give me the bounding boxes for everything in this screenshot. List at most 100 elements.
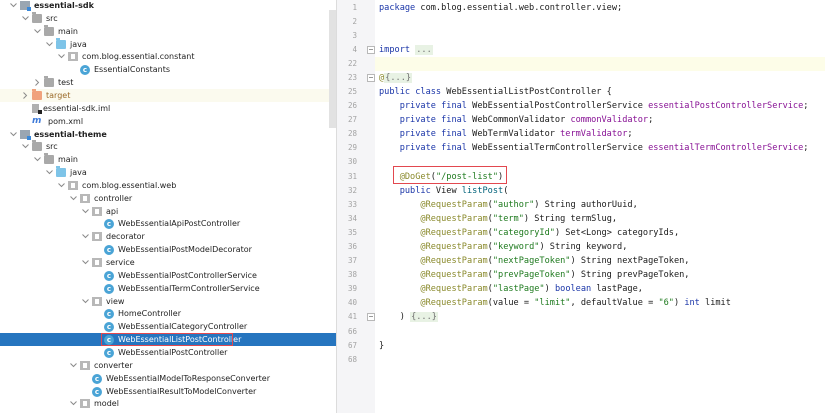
folded-annotations[interactable]: {...} [384,73,413,83]
tree-item[interactable]: main [0,153,336,166]
class-icon: c [104,218,114,229]
code-line-23[interactable]: @{...} [379,73,413,83]
tree-item[interactable]: controller [0,192,336,205]
chevron-down-icon[interactable] [32,153,42,166]
tree-item[interactable]: src [0,140,336,153]
code-line-33[interactable]: @RequestParam("author") String authorUui… [420,200,638,210]
code-line-36[interactable]: @RequestParam("keyword") String keyword, [420,242,628,252]
code-line-41[interactable]: ) {...} [399,312,438,322]
tree-item[interactable]: model [0,397,336,410]
selection-highlight-box [101,333,233,346]
code-line-29[interactable]: private final WebEssentialTermController… [399,143,809,153]
code-line-38[interactable]: @RequestParam("prevPageToken") String pr… [420,270,690,280]
chevron-down-icon[interactable] [56,179,66,192]
line-number: 68 [347,355,357,364]
code-line-35[interactable]: @RequestParam("categoryId") Set<Long> ca… [420,228,680,238]
fold-toggle-icon[interactable] [367,46,375,54]
chevron-down-icon[interactable] [80,230,90,243]
code-line-32[interactable]: public View listPost( [399,186,509,196]
tree-item[interactable]: java [0,38,336,51]
package-icon [92,258,102,267]
tree-item[interactable]: test [0,76,336,89]
code-line-26[interactable]: private final WebEssentialPostController… [399,101,809,111]
tree-item-label: src [46,14,58,23]
code-line-27[interactable]: private final WebCommonValidator commonV… [399,115,654,125]
tree-item[interactable]: java [0,166,336,179]
package-icon [92,207,102,216]
package-icon [68,181,78,190]
fold-toggle-icon[interactable] [367,313,375,321]
maven-icon: m [32,116,42,126]
chevron-down-icon[interactable] [44,38,54,51]
chevron-down-icon[interactable] [44,166,54,179]
chevron-down-icon[interactable] [8,0,18,12]
code-line-39[interactable]: @RequestParam("lastPage") boolean lastPa… [420,284,643,294]
tree-item-label: WebEssentialPostControllerService [118,271,257,280]
chevron-down-icon[interactable] [80,295,90,308]
tree-item[interactable]: essential-theme [0,128,336,141]
tree-item[interactable]: com.blog.essential.constant [0,50,336,63]
fold-toggle-icon[interactable] [367,74,375,82]
chevron-down-icon[interactable] [20,12,30,25]
code-line-37[interactable]: @RequestParam("nextPageToken") String ne… [420,256,690,266]
folder-icon [44,25,54,36]
tree-item[interactable]: decorator [0,230,336,243]
code-line-34[interactable]: @RequestParam("term") String termSlug, [420,214,618,224]
code-line-67[interactable]: } [379,341,385,351]
folded-method-body[interactable]: {...} [410,312,438,322]
tree-item[interactable]: essential-sdk [0,0,336,12]
line-number: 4 [352,45,357,54]
line-number: 22 [347,59,357,68]
tree-item[interactable]: api [0,205,336,218]
package-icon [92,232,102,241]
class-icon: c [92,373,102,384]
excluded-folder-icon [32,89,42,100]
tree-item[interactable]: main [0,25,336,38]
folded-imports[interactable]: ... [415,45,433,55]
code-line-40[interactable]: @RequestParam(value = "limit", defaultVa… [420,298,731,308]
tree-item[interactable]: service [0,256,336,269]
code-line-4[interactable]: import ... [379,45,433,55]
code-line-1[interactable]: package com.blog.essential.web.controlle… [379,3,623,13]
tree-item[interactable]: target [0,89,336,102]
tree-item[interactable]: converter [0,359,336,372]
tree-item[interactable]: view [0,295,336,308]
chevron-down-icon[interactable] [32,25,42,38]
tree-scrollbar[interactable] [329,10,336,128]
code-line-25[interactable]: public class WebEssentialListPostControl… [379,87,612,97]
line-number: 66 [347,327,357,336]
tree-item-label: WebEssentialPostController [118,348,228,357]
chevron-down-icon[interactable] [68,192,78,205]
line-number: 23 [347,73,357,82]
chevron-down-icon[interactable] [68,397,78,410]
chevron-down-icon[interactable] [8,128,18,141]
tree-item[interactable]: com.blog.essential.web [0,179,336,192]
chevron-right-icon[interactable] [32,76,42,89]
code-line-28[interactable]: private final WebTermValidator termValid… [399,129,633,139]
chevron-down-icon[interactable] [56,50,66,63]
tree-item[interactable]: essential-sdk.iml [0,102,336,115]
chevron-down-icon[interactable] [80,256,90,269]
code-editor[interactable]: package com.blog.essential.web.controlle… [375,0,825,413]
chevron-right-icon[interactable] [20,89,30,102]
chevron-down-icon[interactable] [20,140,30,153]
chevron-down-icon[interactable] [68,359,78,372]
chevron-down-icon[interactable] [80,205,90,218]
line-number: 37 [347,256,357,265]
tree-item-label: model [94,399,119,408]
tree-item[interactable]: src [0,12,336,25]
code-line-31[interactable]: @DoGet("/post-list") [399,172,504,182]
